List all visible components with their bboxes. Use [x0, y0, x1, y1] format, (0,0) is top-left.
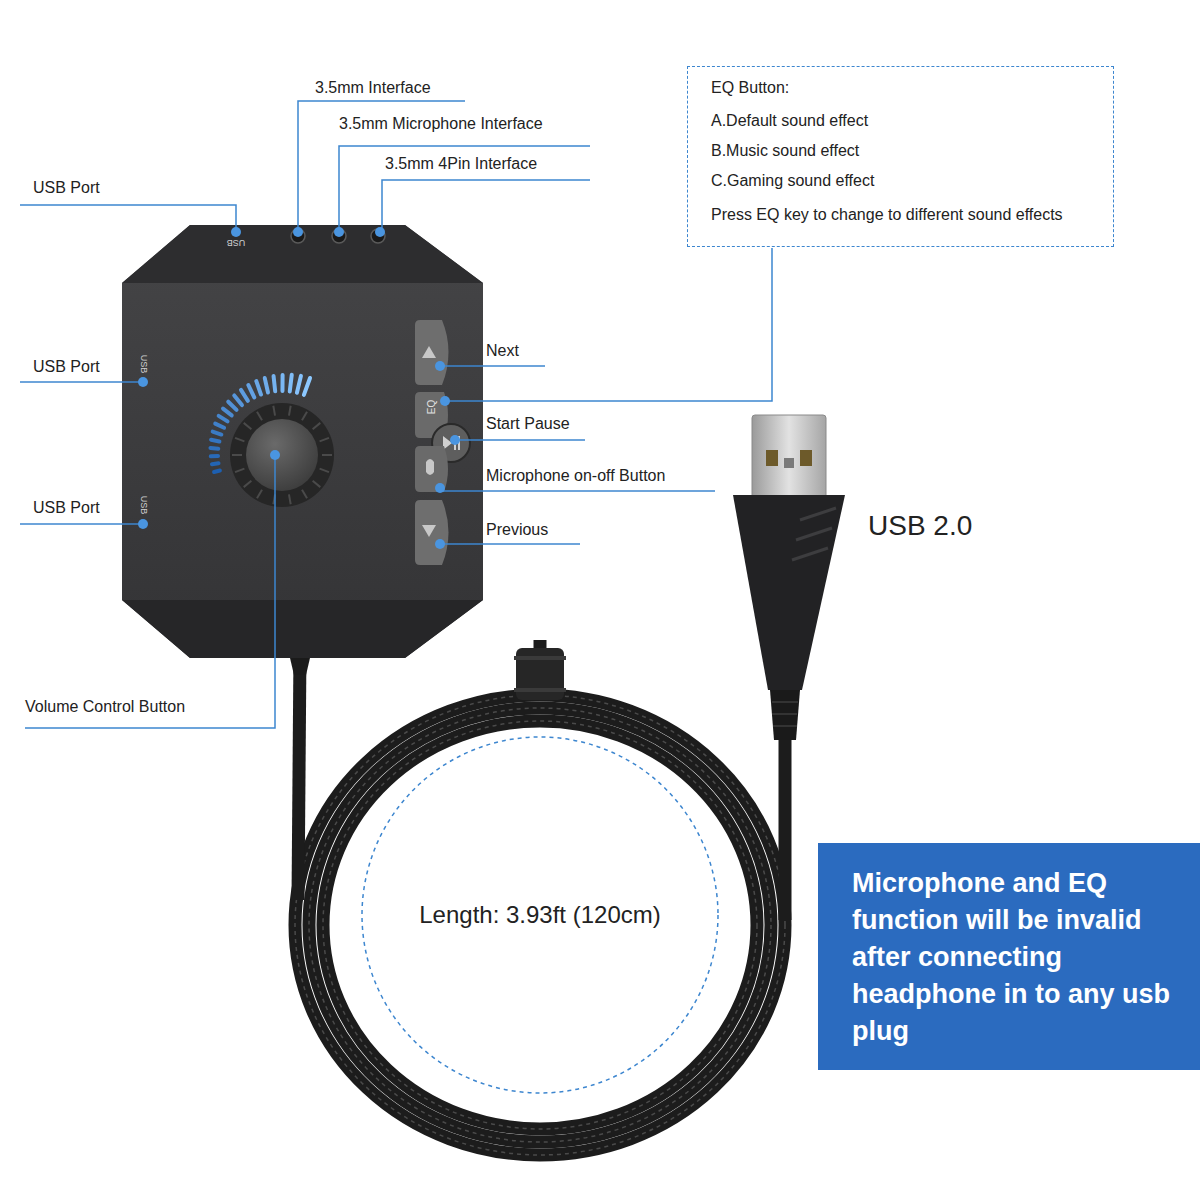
- port-callout: USB Port: [33, 499, 100, 517]
- button-callout: Microphone on-off Button: [486, 467, 665, 485]
- port-callout: USB Port: [33, 358, 100, 376]
- eq-note-box: EQ Button: A.Default sound effectB.Music …: [687, 66, 1114, 247]
- note-heading: EQ Button:: [711, 79, 789, 97]
- port-callout: 3.5mm Interface: [315, 79, 431, 97]
- port-marking: USB: [138, 355, 149, 374]
- port-callout: USB Port: [33, 179, 100, 197]
- button-callout: Start Pause: [486, 415, 570, 433]
- ferrite-core: [516, 648, 564, 700]
- usb-plug: [733, 415, 845, 740]
- length-circle: Length: 3.93ft (120cm): [360, 735, 720, 1095]
- port-marking: USB: [138, 496, 149, 515]
- note-line: A.Default sound effect: [711, 112, 868, 130]
- leader-lines: [20, 101, 772, 728]
- knob-callout: Volume Control Button: [25, 698, 185, 716]
- port-callout: 3.5mm Microphone Interface: [339, 115, 543, 133]
- button-callout: Next: [486, 342, 519, 360]
- note-line: Press EQ key to change to different soun…: [711, 206, 1063, 224]
- note-line: B.Music sound effect: [711, 142, 859, 160]
- port-marking: USB: [227, 237, 246, 248]
- sound-card-body: [122, 225, 483, 675]
- warning-box: Microphone and EQ function will be inval…: [818, 843, 1200, 1070]
- connector-type: USB 2.0: [868, 509, 972, 543]
- port-callout: 3.5mm 4Pin Interface: [385, 155, 537, 173]
- leader-dots: [138, 227, 460, 549]
- button-callout: Previous: [486, 521, 548, 539]
- cable-coil: [295, 640, 785, 1155]
- volume-knob: [230, 403, 334, 507]
- control-buttons: [415, 320, 470, 565]
- length-text: Length: 3.93ft (120cm): [419, 901, 660, 929]
- warning-text: Microphone and EQ function will be inval…: [852, 865, 1178, 1050]
- note-line: C.Gaming sound effect: [711, 172, 874, 190]
- button-marking: EQ: [426, 400, 438, 414]
